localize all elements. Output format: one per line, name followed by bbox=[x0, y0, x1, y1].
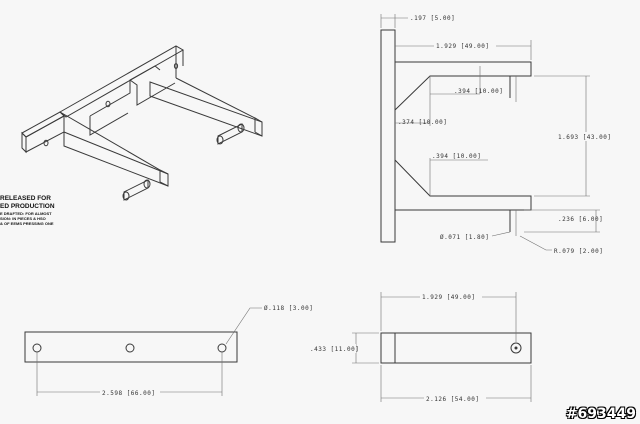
release-note-line2: ED PRODUCTION bbox=[0, 203, 55, 210]
dim-bottom-inner: 1.929 [49.00] bbox=[422, 294, 475, 301]
release-note-small3: & OF EEMS PRESSING ONE bbox=[0, 221, 54, 226]
dim-hole-spacing: 2.598 [66.00] bbox=[102, 390, 155, 397]
dim-label-bg bbox=[434, 41, 496, 50]
front-hole-middle bbox=[125, 343, 135, 353]
bottom-pin-center bbox=[514, 346, 518, 350]
iso-right-hole bbox=[173, 63, 179, 69]
dim-label-bg bbox=[424, 394, 486, 403]
front-view: 2.598 [66.00] Ø.118 [3.00] bbox=[24, 305, 313, 397]
side-back-plate bbox=[380, 29, 396, 243]
bottom-pin-outer bbox=[510, 342, 522, 354]
iso-upper-arm bbox=[149, 81, 263, 137]
iso-left-hole bbox=[43, 139, 49, 147]
front-hole-right bbox=[217, 343, 227, 353]
iso-inner-left bbox=[89, 112, 129, 136]
iso-main-top bbox=[59, 45, 185, 118]
release-note-line1: RELEASED FOR bbox=[0, 195, 51, 202]
dim-overall-width: 2.126 [54.00] bbox=[426, 396, 479, 403]
front-hole-left bbox=[32, 343, 42, 353]
iso-lower-arm bbox=[63, 131, 169, 187]
side-bottom-arm bbox=[394, 159, 532, 211]
dim-label-bg bbox=[100, 388, 160, 397]
dim-leader bbox=[519, 235, 552, 251]
dim-arm-gap-top: .394 [10.00] bbox=[454, 88, 503, 95]
dim-label-bg bbox=[308, 344, 356, 353]
release-note-small2: SION: IN PIECES & HSO bbox=[0, 216, 46, 221]
iso-pin-lower-base bbox=[143, 179, 151, 189]
dim-leader bbox=[225, 307, 262, 345]
dim-label-bg bbox=[420, 292, 482, 301]
iso-upper-arm-top bbox=[175, 77, 263, 123]
watermark-id: #693449 bbox=[565, 406, 636, 422]
dim-bar-height: .433 [11.00] bbox=[310, 346, 359, 353]
dim-pin-radius: R.079 [2.00] bbox=[554, 248, 603, 255]
dim-label-bg bbox=[556, 132, 618, 141]
dim-hole-diameter: Ø.118 [3.00] bbox=[264, 305, 313, 312]
front-bar bbox=[24, 331, 238, 363]
release-note: RELEASED FOR ED PRODUCTION E DRAFTED: FO… bbox=[0, 195, 55, 226]
iso-left-end bbox=[21, 131, 27, 154]
iso-inner-back bbox=[129, 79, 176, 106]
iso-lower-arm-edge2 bbox=[159, 181, 169, 187]
dim-top-thickness: .197 [5.00] bbox=[410, 15, 455, 22]
dim-arm-gap-bottom: .394 [10.00] bbox=[432, 153, 481, 160]
bottom-bar bbox=[380, 332, 532, 364]
iso-left-top bbox=[21, 111, 65, 138]
isometric-view bbox=[21, 45, 263, 201]
iso-pin-lower-end bbox=[122, 191, 130, 201]
dim-chamfer-offset: .374 [10.00] bbox=[398, 119, 447, 126]
iso-upper-arm-edge2 bbox=[254, 131, 263, 137]
dim-pin-diameter: Ø.071 [1.80] bbox=[440, 234, 489, 241]
side-top-arm bbox=[394, 61, 532, 111]
dim-leader bbox=[491, 231, 511, 237]
dim-arm-length: 1.929 [49.00] bbox=[436, 43, 489, 50]
iso-pin-upper-end bbox=[216, 135, 224, 145]
dim-overall-height: 1.693 [43.00] bbox=[558, 134, 611, 141]
release-note-small1: E DRAFTED: FOR ALMOST bbox=[0, 211, 52, 216]
side-view: .197 [5.00] 1.929 [49.00] .394 [10.00] .… bbox=[380, 14, 618, 255]
iso-pin-upper-base bbox=[237, 123, 245, 133]
iso-left-front bbox=[25, 115, 65, 153]
bottom-view: 1.929 [49.00] .433 [11.00] 2.126 [54.00] bbox=[308, 292, 532, 403]
dim-pin-length: .236 [6.00] bbox=[558, 216, 603, 223]
